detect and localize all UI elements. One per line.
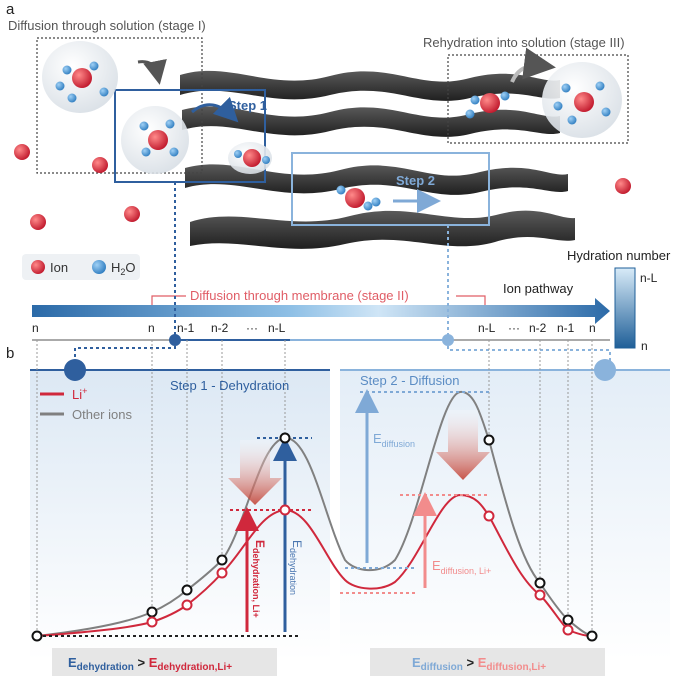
ion-legend-label: Ion <box>50 260 68 275</box>
dehydration-comparison: Edehydration > Edehydration,Li+ <box>68 655 232 673</box>
tick-label: n-2 <box>211 321 229 335</box>
tick-label: n <box>148 321 155 335</box>
free-ion <box>30 214 46 230</box>
tick-label: n <box>589 321 596 335</box>
step1-label: Step 1 <box>228 98 267 113</box>
step1-background <box>30 370 330 660</box>
graphene-membrane-layers <box>180 70 575 249</box>
stage3-curved-arrow <box>510 47 556 83</box>
guide-lines <box>36 340 593 636</box>
ion-pathway-label: Ion pathway <box>503 281 574 296</box>
free-ion <box>14 144 30 160</box>
step2-box <box>291 152 490 226</box>
step1-title: Step 1 - Dehydration <box>170 378 289 393</box>
water-legend-icon <box>92 260 106 274</box>
panel-a-label: a <box>6 1 15 18</box>
step2-label: Step 2 <box>396 173 435 188</box>
free-ion <box>615 178 631 194</box>
hydrated-ion-stage3 <box>542 62 622 138</box>
hydrated-ion-stage1 <box>42 41 118 113</box>
species-legend: Ion H2O <box>22 254 140 280</box>
stage1-label: Diffusion through solution (stage I) <box>8 18 206 33</box>
hydration-number-title: Hydration number <box>567 248 671 263</box>
partially-hydrated-ion <box>228 142 272 174</box>
membrane-layer-3 <box>185 164 568 195</box>
membrane-layer-4 <box>190 210 575 249</box>
water-legend-label: H2O <box>111 260 136 277</box>
dehydrated-ion-step2 <box>336 185 381 211</box>
step1-marker <box>64 359 86 381</box>
step2-title: Step 2 - Diffusion <box>360 373 459 388</box>
tick-label: n-1 <box>177 321 195 335</box>
other-legend-label: Other ions <box>72 407 132 422</box>
stage2-label: Diffusion through membrane (stage II) <box>190 288 409 303</box>
stage1-curved-arrow <box>137 58 167 85</box>
pathway-ticks: n n n-1 n-2 ··· n-L n-L ··· n-2 n-1 n <box>32 321 596 335</box>
e-dehyd-li-label: Edehydration, Li+ <box>251 540 267 618</box>
tick-label: ··· <box>508 321 520 335</box>
other-ions-points <box>31 432 598 642</box>
ion-legend-icon <box>31 260 45 274</box>
step1-reduction-arrow <box>228 440 282 505</box>
tick-label: ··· <box>246 321 258 335</box>
tick-label: n <box>32 321 39 335</box>
step2-reduction-arrow <box>436 410 490 480</box>
dehydration-comparison-box <box>52 648 277 676</box>
tick-label: n-1 <box>557 321 575 335</box>
e-diff-label: Ediffusion <box>373 431 415 449</box>
hydrated-ion-step1 <box>121 106 189 174</box>
ion-pathway-arrow <box>32 298 610 324</box>
hydration-top-label: n-L <box>640 271 658 285</box>
free-ion <box>124 206 140 222</box>
membrane-layer-1 <box>180 70 560 101</box>
diffusion-comparison: Ediffusion > Ediffusion,Li+ <box>412 655 546 673</box>
membrane-layer-2 <box>182 106 560 137</box>
step2-marker <box>594 359 616 381</box>
tick-label: n-L <box>268 321 286 335</box>
step1-arrow <box>191 96 239 123</box>
e-dehyd-label: Edehydration <box>288 540 304 595</box>
li-points <box>146 504 574 636</box>
step1-box <box>114 89 266 183</box>
hydration-bottom-label: n <box>641 339 648 353</box>
li-legend-label: Li+ <box>72 386 87 402</box>
tick-label: n-L <box>478 321 496 335</box>
tick-label: n-2 <box>529 321 547 335</box>
rehydrating-ion <box>465 91 510 119</box>
panel-b-label: b <box>6 345 14 362</box>
stage3-label: Rehydration into solution (stage III) <box>423 35 625 50</box>
hydration-gradient-bar <box>614 267 636 349</box>
e-diff-li-label: Ediffusion, Li+ <box>432 558 491 576</box>
diffusion-comparison-box <box>370 648 605 676</box>
free-ion <box>92 157 108 173</box>
step2-background <box>340 370 670 660</box>
